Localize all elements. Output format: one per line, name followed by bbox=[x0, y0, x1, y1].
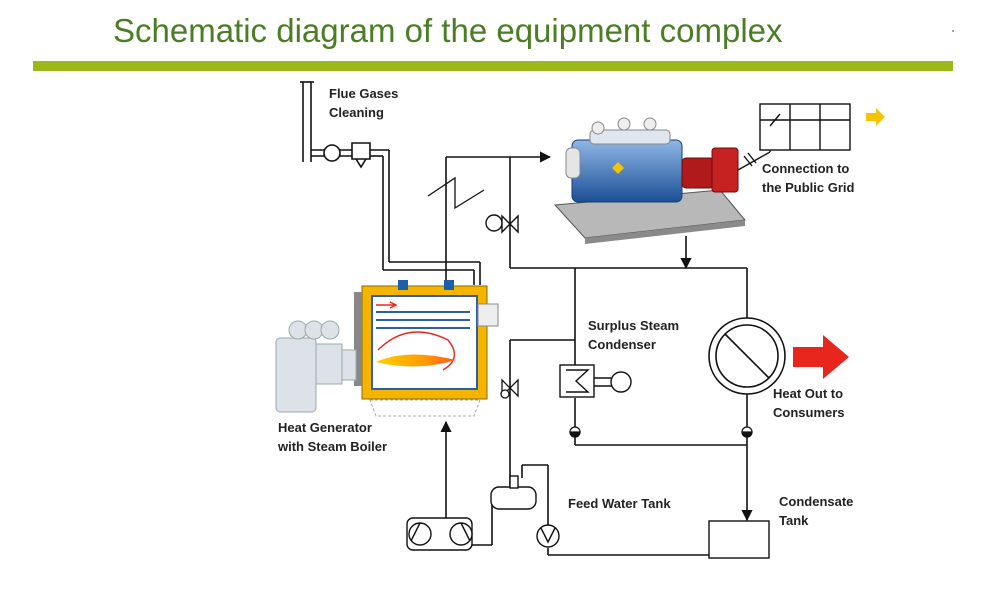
flue-gases-label-1: Flue Gases bbox=[329, 86, 398, 101]
condensate-tank-label-2: Tank bbox=[779, 513, 809, 528]
condensate-pump bbox=[536, 524, 560, 548]
pressure-valve bbox=[485, 214, 519, 234]
grid-label-1: Connection to bbox=[762, 161, 849, 176]
grid-connection bbox=[737, 103, 851, 171]
condensate-tank-symbol bbox=[708, 520, 770, 559]
steam-lines bbox=[427, 151, 748, 372]
heat-generator-label-1: Heat Generator bbox=[278, 420, 372, 435]
heat-out-arrow bbox=[793, 335, 849, 379]
grid-export-arrow bbox=[866, 108, 885, 126]
feed-water-tank-symbol bbox=[490, 475, 537, 510]
flue-gases-label-2: Cleaning bbox=[329, 105, 384, 120]
control-valve bbox=[500, 378, 519, 399]
check-valves bbox=[569, 426, 753, 438]
burner-blower bbox=[275, 320, 357, 413]
gas-engine-generator bbox=[553, 117, 746, 244]
steam-boiler bbox=[354, 280, 499, 417]
surplus-steam-condenser bbox=[559, 364, 632, 398]
heat-exchanger bbox=[708, 317, 786, 395]
condensate-tank-label-1: Condensate bbox=[779, 494, 853, 509]
heat-out-label-2: Consumers bbox=[773, 405, 845, 420]
page-title: Schematic diagram of the equipment compl… bbox=[113, 12, 783, 49]
surplus-condenser-label-2: Condenser bbox=[588, 337, 656, 352]
heat-out-label-1: Heat Out to bbox=[773, 386, 843, 401]
grid-label-2: the Public Grid bbox=[762, 180, 855, 195]
feed-water-tank-label: Feed Water Tank bbox=[568, 496, 671, 511]
flue-gas-stack bbox=[300, 81, 481, 285]
feed-pumps bbox=[406, 517, 473, 551]
heat-generator-label-2: with Steam Boiler bbox=[277, 439, 387, 454]
title-divider bbox=[33, 61, 953, 71]
surplus-condenser-label-1: Surplus Steam bbox=[588, 318, 679, 333]
corner-mark bbox=[952, 30, 954, 32]
